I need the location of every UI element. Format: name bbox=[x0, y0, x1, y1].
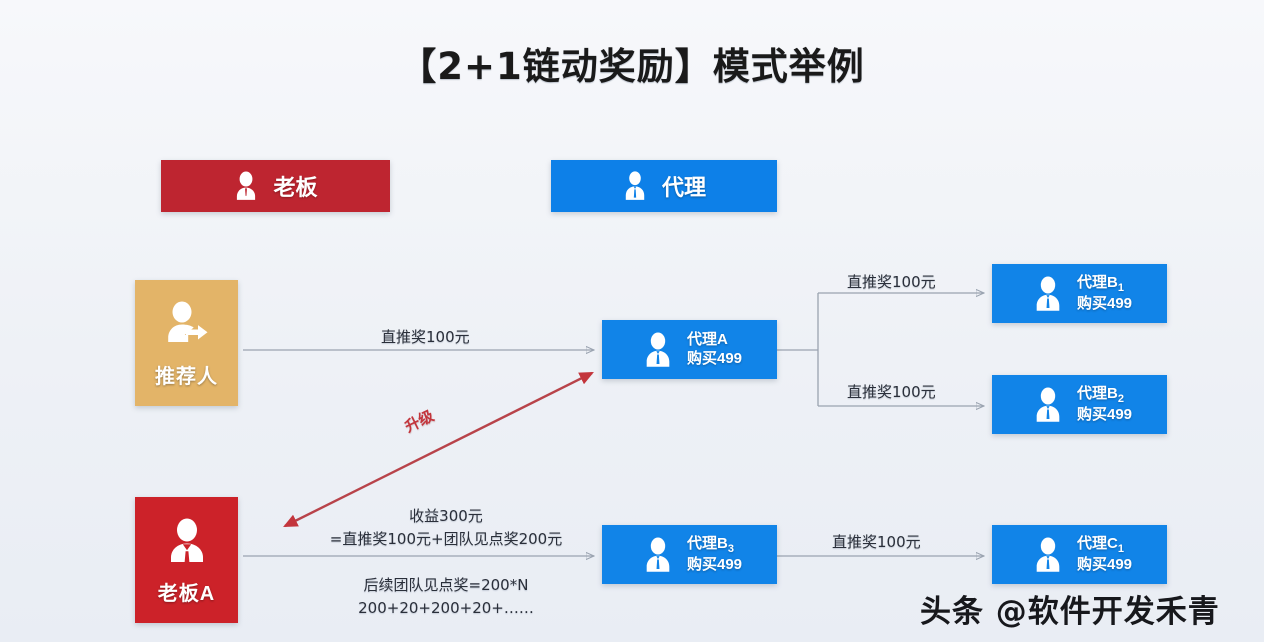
page-title: 【2+1链动奖励】模式举例 bbox=[399, 45, 865, 88]
node-agentC1: 代理C1 购买499 bbox=[992, 525, 1167, 584]
node-agentA: 代理A 购买499 bbox=[602, 320, 777, 379]
node-agentC1-purchase: 购买499 bbox=[1076, 556, 1133, 574]
node-agentC1-text: 代理C1 购买499 bbox=[1077, 535, 1132, 575]
legend-item-boss: 老板 bbox=[161, 160, 390, 212]
watermark: 头条 @软件开发禾青 bbox=[920, 594, 1220, 630]
node-agentB1: 代理B1 购买499 bbox=[992, 264, 1167, 323]
node-agentC1-subscript: 1 bbox=[1117, 542, 1124, 555]
node-agentB1-text: 代理B1 购买499 bbox=[1077, 274, 1132, 314]
node-bossA: 老板A bbox=[135, 497, 238, 623]
node-agentB2-text: 代理B2 购买499 bbox=[1077, 385, 1132, 425]
edge-label-upgrade: 升级 bbox=[401, 406, 437, 436]
legend-label-agent: 代理 bbox=[661, 175, 706, 200]
node-agentB3: 代理B3 购买499 bbox=[602, 525, 777, 584]
formula-line-3: 后续团队见点奖=200*N bbox=[363, 575, 529, 594]
person-tie-icon bbox=[170, 518, 203, 562]
person-arrow-icon bbox=[167, 301, 207, 342]
edge-label-agentA-to-agentB2: 直推奖100元 bbox=[847, 383, 936, 401]
node-agentB2-purchase: 购买499 bbox=[1076, 406, 1133, 424]
node-agentA-name: 代理A bbox=[686, 331, 728, 349]
node-agentB3-name: 代理B3 bbox=[686, 534, 734, 555]
person-tie-icon bbox=[1036, 537, 1060, 572]
formula-line-4: 200+20+200+20+…… bbox=[358, 598, 534, 617]
legend-item-agent: 代理 bbox=[551, 160, 777, 212]
node-agentC1-name: 代理C1 bbox=[1076, 534, 1124, 555]
node-bossA-label: 老板A bbox=[157, 582, 216, 605]
node-agentB3-text: 代理B3 购买499 bbox=[687, 535, 742, 575]
node-agentB1-subscript: 1 bbox=[1117, 281, 1124, 294]
edge-label-agentB3-to-agentC1: 直推奖100元 bbox=[832, 533, 921, 551]
reward-formula-block: 收益300元 =直推奖100元+团队见点奖200元 后续团队见点奖=200*N … bbox=[296, 505, 596, 620]
node-agentB1-purchase: 购买499 bbox=[1076, 295, 1133, 313]
node-agentB2: 代理B2 购买499 bbox=[992, 375, 1167, 434]
edge-label-agentA-to-agentB1: 直推奖100元 bbox=[847, 273, 936, 291]
person-tie-icon bbox=[646, 537, 670, 572]
node-agentB2-name: 代理B2 bbox=[1076, 384, 1124, 405]
person-tie-icon bbox=[625, 171, 645, 200]
node-agentA-text: 代理A 购买499 bbox=[687, 331, 742, 368]
formula-line-2: =直推奖100元+团队见点奖200元 bbox=[329, 530, 563, 549]
node-agentB3-subscript: 3 bbox=[727, 542, 734, 555]
person-tie-icon bbox=[1036, 276, 1060, 311]
node-agentB1-name: 代理B1 bbox=[1076, 273, 1124, 294]
node-referrer: 推荐人 bbox=[135, 280, 238, 406]
node-agentA-purchase: 购买499 bbox=[686, 349, 743, 367]
formula-line-1: 收益300元 bbox=[409, 507, 483, 525]
node-agentB3-purchase: 购买499 bbox=[686, 556, 743, 574]
node-referrer-label: 推荐人 bbox=[155, 365, 218, 388]
node-agentB2-subscript: 2 bbox=[1117, 392, 1124, 405]
person-icon bbox=[237, 171, 256, 200]
edge-label-referrer-to-agentA: 直推奖100元 bbox=[381, 328, 470, 346]
legend-label-boss: 老板 bbox=[273, 175, 318, 200]
person-tie-icon bbox=[646, 332, 670, 367]
person-tie-icon bbox=[1036, 387, 1060, 422]
